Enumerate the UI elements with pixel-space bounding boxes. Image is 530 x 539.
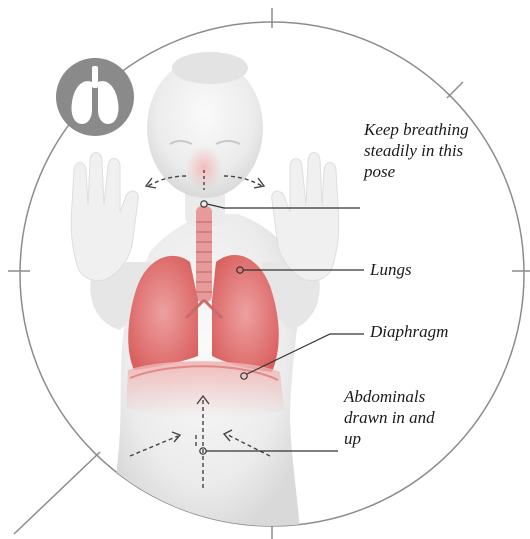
- lungs-badge: [56, 58, 134, 136]
- label-abdominals: Abdominals drawn in and up: [344, 386, 454, 449]
- tick-lower-left: [14, 452, 100, 534]
- nose-arrow-left-head: [146, 178, 156, 188]
- tick-upper-right: [447, 82, 463, 98]
- nose-arrow-right-head: [254, 178, 264, 188]
- diaphragm: [126, 361, 284, 417]
- label-diaphragm: Diaphragm: [370, 321, 480, 342]
- hair-bun: [172, 52, 248, 84]
- label-lungs: Lungs: [370, 259, 460, 280]
- left-hand: [71, 153, 138, 281]
- trachea: [196, 206, 212, 302]
- label-keep-breathing: Keep breathing steadily in this pose: [364, 119, 474, 182]
